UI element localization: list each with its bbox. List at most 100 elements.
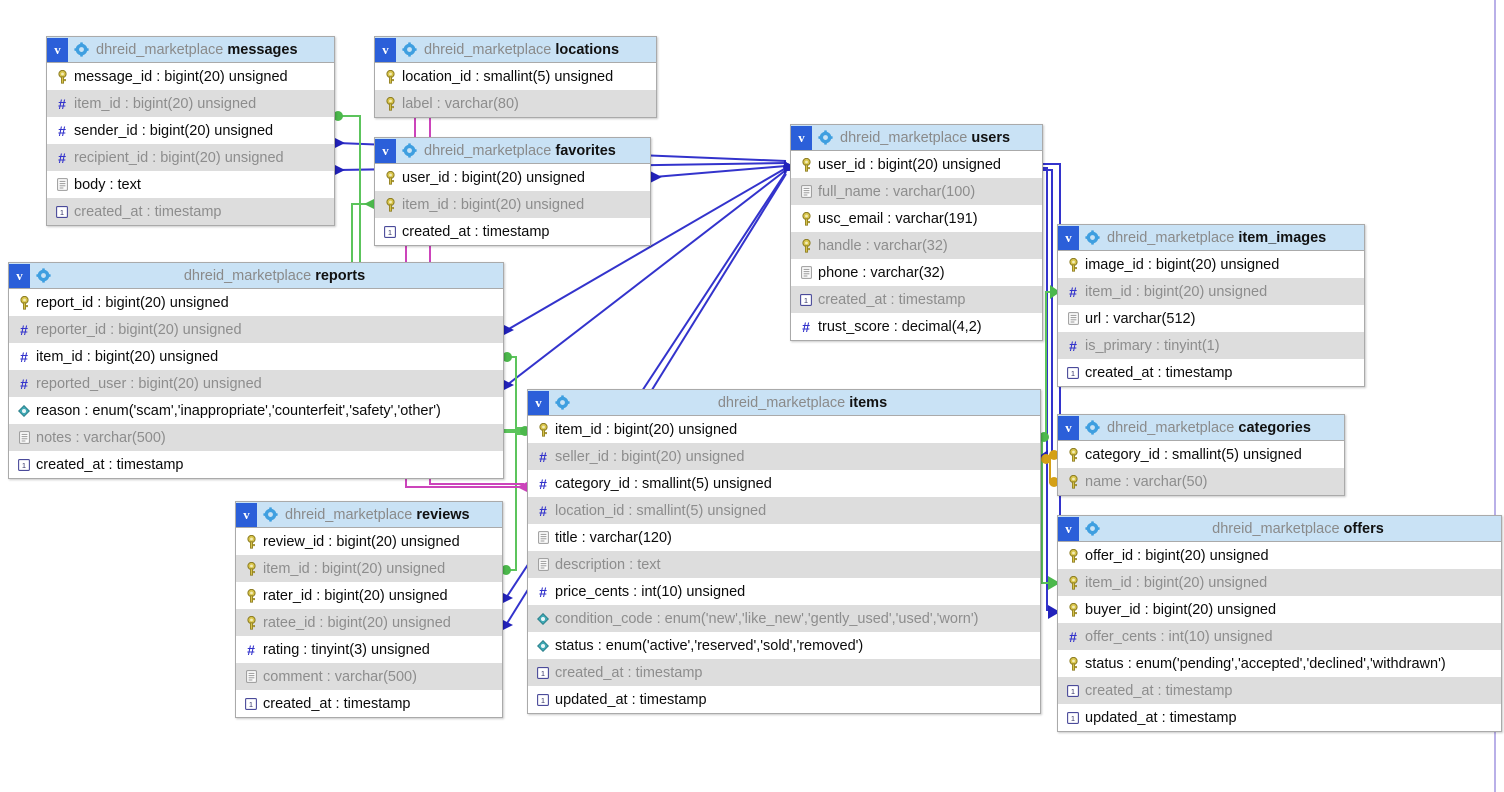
field-label: offer_id : bigint(20) unsigned (1085, 547, 1269, 564)
field-row[interactable]: buyer_id : bigint(20) unsigned (1058, 596, 1501, 623)
field-row[interactable]: comment : varchar(500) (236, 663, 502, 690)
field-row[interactable]: report_id : bigint(20) unsigned (9, 289, 503, 316)
key-icon (1063, 602, 1083, 618)
field-row[interactable]: label : varchar(80) (375, 90, 656, 117)
field-row[interactable]: #trust_score : decimal(4,2) (791, 313, 1042, 340)
key-icon (1063, 447, 1083, 463)
field-row[interactable]: #item_id : bigint(20) unsigned (1058, 278, 1364, 305)
field-row[interactable]: #rating : tinyint(3) unsigned (236, 636, 502, 663)
gear-icon[interactable] (396, 139, 422, 163)
gear-icon[interactable] (1079, 517, 1105, 541)
field-row[interactable]: description : text (528, 551, 1040, 578)
field-row[interactable]: message_id : bigint(20) unsigned (47, 63, 334, 90)
field-row[interactable]: #reporter_id : bigint(20) unsigned (9, 316, 503, 343)
field-row[interactable]: #location_id : smallint(5) unsigned (528, 497, 1040, 524)
gear-icon[interactable] (1079, 416, 1105, 440)
field-row[interactable]: #recipient_id : bigint(20) unsigned (47, 144, 334, 171)
gear-icon[interactable] (68, 38, 94, 62)
svg-text:1: 1 (249, 699, 253, 708)
table-schema-label: dhreid_marketplace (424, 142, 552, 159)
field-row[interactable]: item_id : bigint(20) unsigned (236, 555, 502, 582)
field-row[interactable]: #is_primary : tinyint(1) (1058, 332, 1364, 359)
field-row[interactable]: review_id : bigint(20) unsigned (236, 528, 502, 555)
field-label: condition_code : enum('new','like_new','… (555, 610, 979, 627)
field-row[interactable]: status : enum('active','reserved','sold'… (528, 632, 1040, 659)
field-row[interactable]: item_id : bigint(20) unsigned (1058, 569, 1501, 596)
gear-icon[interactable] (257, 503, 283, 527)
text-icon (533, 557, 553, 573)
gear-icon[interactable] (1079, 226, 1105, 250)
field-row[interactable]: #category_id : smallint(5) unsigned (528, 470, 1040, 497)
field-row[interactable]: title : varchar(120) (528, 524, 1040, 551)
field-row[interactable]: usc_email : varchar(191) (791, 205, 1042, 232)
gear-icon[interactable] (396, 38, 422, 62)
field-row[interactable]: #item_id : bigint(20) unsigned (9, 343, 503, 370)
field-row[interactable]: condition_code : enum('new','like_new','… (528, 605, 1040, 632)
field-row[interactable]: notes : varchar(500) (9, 424, 503, 451)
gear-icon[interactable] (549, 391, 575, 415)
field-row[interactable]: #seller_id : bigint(20) unsigned (528, 443, 1040, 470)
field-row[interactable]: status : enum('pending','accepted','decl… (1058, 650, 1501, 677)
field-label: user_id : bigint(20) unsigned (402, 169, 585, 186)
field-row[interactable]: category_id : smallint(5) unsigned (1058, 441, 1344, 468)
field-row[interactable]: handle : varchar(32) (791, 232, 1042, 259)
svg-text:1: 1 (541, 668, 545, 677)
field-row[interactable]: #price_cents : int(10) unsigned (528, 578, 1040, 605)
gear-icon[interactable] (812, 126, 838, 150)
field-row[interactable]: reason : enum('scam','inappropriate','co… (9, 397, 503, 424)
field-row[interactable]: user_id : bigint(20) unsigned (375, 164, 650, 191)
field-row[interactable]: item_id : bigint(20) unsigned (528, 416, 1040, 443)
field-row[interactable]: rater_id : bigint(20) unsigned (236, 582, 502, 609)
field-row[interactable]: url : varchar(512) (1058, 305, 1364, 332)
field-row[interactable]: full_name : varchar(100) (791, 178, 1042, 205)
gear-icon[interactable] (30, 264, 56, 288)
field-row[interactable]: ratee_id : bigint(20) unsigned (236, 609, 502, 636)
field-row[interactable]: #item_id : bigint(20) unsigned (47, 90, 334, 117)
field-row[interactable]: phone : varchar(32) (791, 259, 1042, 286)
field-row[interactable]: body : text (47, 171, 334, 198)
field-row[interactable]: image_id : bigint(20) unsigned (1058, 251, 1364, 278)
table-name-label: favorites (555, 142, 616, 159)
field-row[interactable]: location_id : smallint(5) unsigned (375, 63, 656, 90)
field-row[interactable]: #offer_cents : int(10) unsigned (1058, 623, 1501, 650)
enum-icon (533, 611, 553, 627)
field-row[interactable]: offer_id : bigint(20) unsigned (1058, 542, 1501, 569)
field-row[interactable]: name : varchar(50) (1058, 468, 1344, 495)
field-row[interactable]: item_id : bigint(20) unsigned (375, 191, 650, 218)
field-row[interactable]: #reported_user : bigint(20) unsigned (9, 370, 503, 397)
field-label: offer_cents : int(10) unsigned (1085, 628, 1273, 645)
field-row[interactable]: #sender_id : bigint(20) unsigned (47, 117, 334, 144)
field-row[interactable]: user_id : bigint(20) unsigned (791, 151, 1042, 178)
